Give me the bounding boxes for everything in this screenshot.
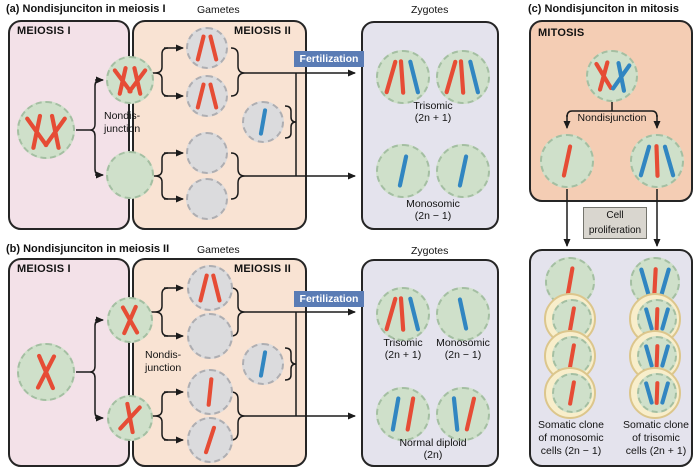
diploid-chromosomes-icon	[390, 396, 416, 432]
panel-c-nondisjunction-label: Nondisjunction	[573, 112, 651, 124]
zygote-b-trisomic	[376, 287, 430, 341]
duplicated-chromosome-icon	[120, 304, 140, 336]
chromatid-icon	[561, 144, 573, 178]
panel-b-meiosis2-label: MEIOSIS II	[234, 263, 292, 275]
chromatid-pair-icon	[195, 82, 219, 110]
trisomic-chromosomes-icon	[644, 307, 670, 331]
chromatid-icon	[203, 425, 217, 455]
trisomic-chromosomes-icon	[444, 59, 481, 95]
panel-a-zygotes-label: Zygotes	[411, 4, 449, 16]
panel-b-trisomic-label: Trisomic (2n + 1)	[383, 337, 423, 361]
zygote-b-normal-1	[376, 387, 430, 441]
panel-a-meiosis2-label: MEIOSIS II	[234, 25, 292, 37]
panel-b-meiosis1-label: MEIOSIS I	[17, 263, 71, 275]
blue-chromatid-icon	[258, 350, 268, 378]
panel-a-title: (a) Nondisjunciton in meiosis I	[6, 3, 166, 15]
panel-b-normal-diploid-label: Normal diploid (2n)	[399, 437, 467, 461]
panel-b-zygotes-label: Zygotes	[411, 245, 449, 257]
trisomic-chromosomes-icon	[639, 267, 671, 297]
sperm-a-normal-n	[242, 101, 284, 143]
panel-b-monosomic-label: Monosomic (2n − 1)	[436, 337, 490, 361]
clone-inner-cell	[637, 373, 677, 413]
chromatid-pair-icon	[198, 273, 222, 303]
gamete-a-n-plus-1b	[186, 75, 228, 117]
blue-chromatid-icon	[258, 108, 268, 136]
clone-monosomic-cell-4	[544, 367, 596, 419]
clone-inner-cell	[552, 373, 592, 413]
cell-c-monosomic-daughter	[540, 134, 594, 188]
trisomic-chromosomes-icon	[384, 296, 421, 332]
monosomic-chromosome-icon	[457, 297, 469, 331]
gamete-b-normal-2	[187, 417, 233, 463]
trisomic-chromosomes-icon	[384, 59, 421, 95]
gamete-b-n-minus-1	[187, 313, 233, 359]
cell-a-meiosis1-product-both	[106, 56, 154, 104]
duplicated-chromosome-icon	[118, 401, 142, 435]
chromatid-pair-icon	[195, 34, 219, 62]
cell-c-parent-2n	[586, 50, 638, 102]
zygote-a-trisomic-1	[376, 50, 430, 104]
panel-a-monosomic-label: Monosomic (2n − 1)	[406, 198, 460, 222]
gamete-b-normal-1	[187, 369, 233, 415]
zygote-b-normal-2	[436, 387, 490, 441]
zygote-a-trisomic-2	[436, 50, 490, 104]
chromatid-icon	[568, 343, 576, 369]
trisomic-chromosomes-icon	[644, 381, 670, 405]
cell-a-meiosis1-product-empty	[106, 151, 154, 199]
trisomic-chromosomes-icon	[644, 344, 670, 368]
chromatid-icon	[565, 266, 575, 298]
duplicated-chromosome-pair-icon	[112, 66, 148, 96]
zygote-a-monosomic-2	[436, 144, 490, 198]
cell-b-meiosis1-product-bottom	[107, 395, 153, 441]
gamete-a-n-plus-1	[186, 27, 228, 69]
duplicated-chromosome-pair-icon	[25, 113, 67, 150]
panel-a-gametes-label: Gametes	[197, 4, 240, 16]
cell-b-parent-2n	[17, 343, 75, 401]
panel-b-gametes-label: Gametes	[197, 244, 240, 256]
panel-a-nondisjunction-label: Nondis- junction	[104, 110, 141, 135]
monosomic-chromosome-icon	[457, 154, 469, 188]
duplicated-chromosome-icon	[35, 353, 57, 391]
gamete-b-n-plus-1	[187, 265, 233, 311]
cell-c-trisomic-daughter	[630, 134, 684, 188]
sperm-b-normal-n	[242, 343, 284, 385]
panel-a-fertilization-badge: Fertilization	[294, 51, 364, 67]
panel-b-title: (b) Nondisjunciton in meiosis II	[6, 243, 170, 255]
clone-trisomic-cell-4	[629, 367, 681, 419]
panel-c-trisomic-clone-label: Somatic clone of trisomic cells (2n + 1)	[623, 419, 689, 457]
cell-a-parent-2n	[17, 101, 75, 159]
gamete-a-n-minus-1b	[186, 178, 228, 220]
panel-a-trisomic-label: Trisomic (2n + 1)	[413, 100, 453, 124]
panel-c-monosomic-clone-label: Somatic clone of monosomic cells (2n − 1…	[538, 419, 604, 457]
panel-c-cell-proliferation-box: Cell proliferation	[583, 207, 647, 239]
monosomic-chromosome-icon	[397, 154, 409, 188]
chromatid-icon	[568, 380, 576, 406]
panel-a-meiosis1-label: MEIOSIS I	[17, 25, 71, 37]
panel-b-nondisjunction-label: Nondis- junction	[145, 349, 182, 374]
chromatid-icon	[568, 306, 576, 332]
zygote-b-monosomic	[436, 287, 490, 341]
zygote-a-monosomic-1	[376, 144, 430, 198]
panel-c-title: (c) Nondisjunciton in mitosis	[528, 3, 679, 15]
cell-b-meiosis1-product-top	[107, 297, 153, 343]
chromatid-icon	[206, 377, 214, 407]
diploid-chromosomes-icon	[451, 396, 477, 432]
gamete-a-n-minus-1	[186, 132, 228, 174]
panel-b-fertilization-badge: Fertilization	[294, 291, 364, 307]
trisomic-chromosomes-icon	[638, 144, 676, 178]
panel-c-mitosis-label: MITOSIS	[538, 27, 585, 39]
duplicated-chromosome-pair-icon	[594, 60, 632, 93]
